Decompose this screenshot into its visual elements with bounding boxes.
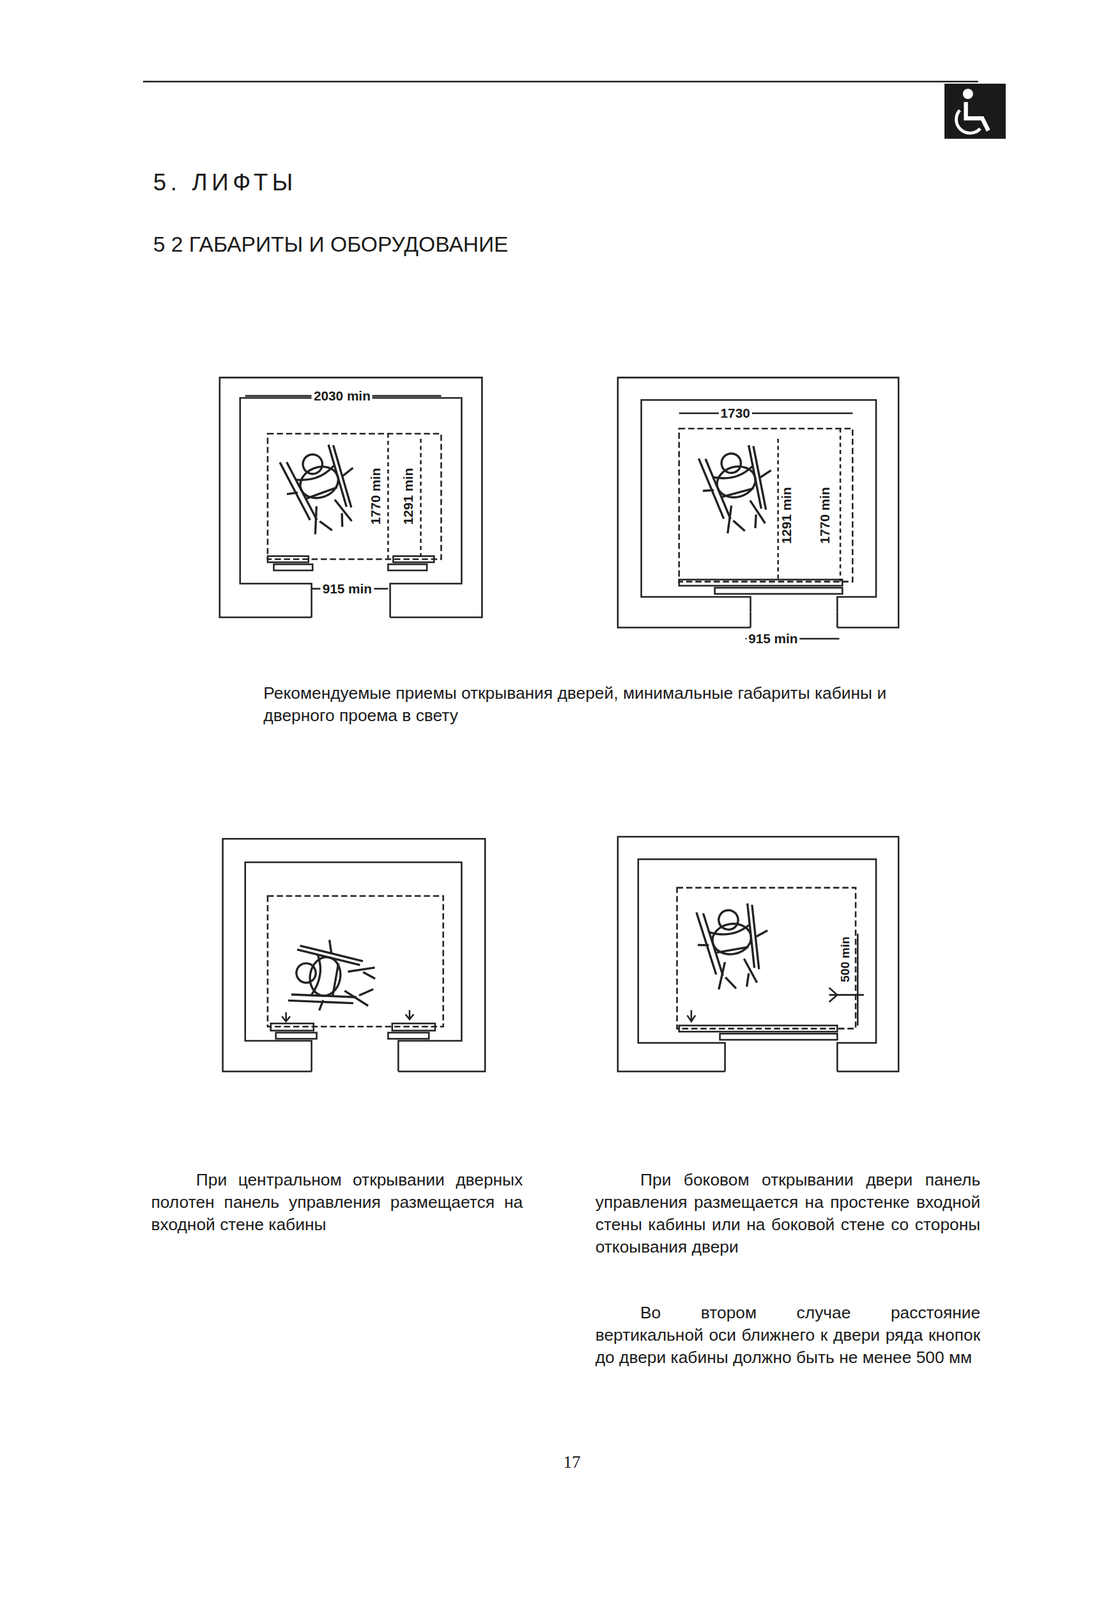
- dimension-label: 500 min: [838, 935, 853, 985]
- dimension-label: 1291 min: [401, 465, 416, 527]
- page-number: 17: [562, 1452, 581, 1473]
- dimension-label: 1770 min: [817, 485, 833, 547]
- elevator-plan-2: [617, 377, 899, 639]
- dimension-label: 2030 min: [311, 389, 373, 404]
- dimension-label: 1770 min: [368, 465, 384, 527]
- section-heading: 5 2 ГАБАРИТЫ И ОБОРУДОВАНИЕ: [153, 232, 509, 257]
- note-paragraph: При центральном открывании дверных полот…: [151, 1169, 524, 1237]
- page-title: 5. ЛИФТЫ: [153, 169, 298, 197]
- note-paragraph: Во втором случае расстояние вертикальной…: [595, 1302, 981, 1370]
- dimension-label: 1291 min: [778, 485, 794, 547]
- dimension-label: 915 min: [320, 582, 374, 597]
- elevator-plan-1: [219, 377, 483, 618]
- dimension-label: 1730: [718, 406, 753, 422]
- note-paragraph: При боковом открывании двери панель упра…: [595, 1169, 981, 1259]
- figure-caption: Рекомендуемые приемы открывания дверей, …: [263, 682, 902, 728]
- elevator-plan-3: [223, 838, 486, 1072]
- header-rule: [143, 81, 979, 83]
- elevator-plan-4: [617, 837, 899, 1072]
- accessibility-icon: [944, 83, 1006, 139]
- dimension-label: 915 min: [746, 631, 800, 647]
